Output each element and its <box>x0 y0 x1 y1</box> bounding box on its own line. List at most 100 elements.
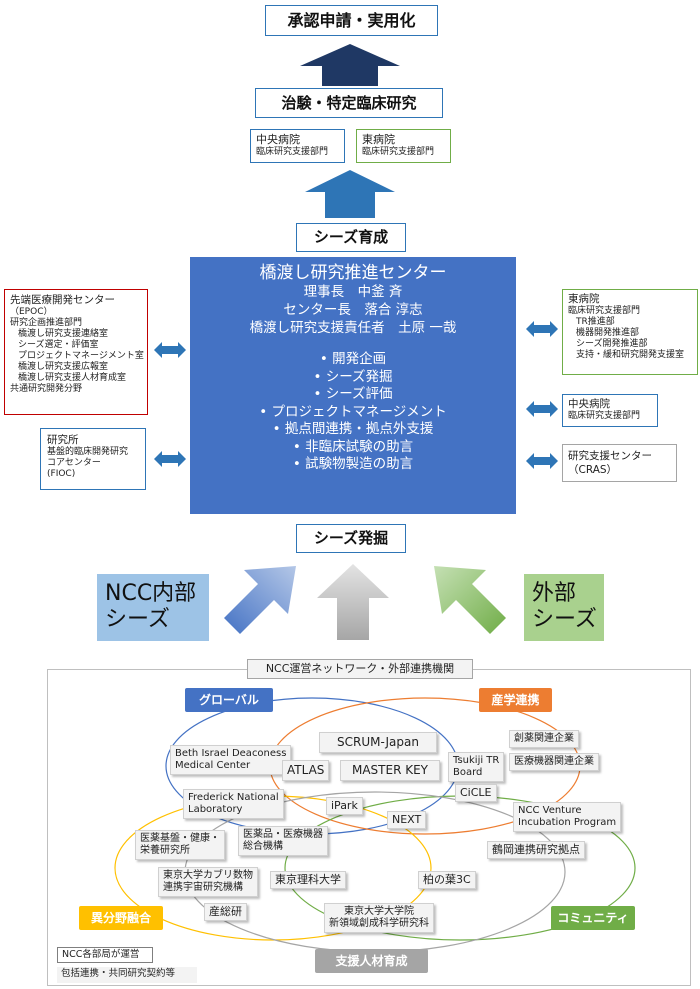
east-hospital-dept: 臨床研究支援部門 <box>362 147 435 157</box>
org-ipark: iPark <box>326 797 363 815</box>
fioc-line: 研究所 <box>47 434 79 446</box>
org-line: Incubation Program <box>518 817 617 828</box>
org-line: Laboratory <box>188 804 243 815</box>
epoc-line: 橋渡し研究支援広報室 <box>18 362 109 372</box>
internal-seeds-box: NCC内部 シーズ <box>97 574 209 641</box>
org-device: 医療機器関連企業 <box>509 753 599 771</box>
internal-seeds-line: シーズ <box>105 607 170 632</box>
cross-tag: 異分野融合 <box>79 906 163 930</box>
center-function-item: 非臨床試験の助言 <box>190 439 516 457</box>
org-next: NEXT <box>387 811 427 829</box>
double-arrow-icon <box>526 453 558 469</box>
cras-line: 研究支援センター <box>568 450 652 462</box>
org-pharma: 創薬関連企業 <box>509 730 579 748</box>
double-arrow-icon <box>154 342 186 358</box>
up-arrow-top-icon <box>300 44 400 86</box>
org-utokyo-fs: 東京大学大学院 新領域創成科学研究科 <box>324 903 434 933</box>
fioc-box: 研究所 基盤的臨床開発研究 コアセンター (FIOC) <box>40 428 146 490</box>
epoc-line: シーズ選定・評価室 <box>18 340 99 350</box>
east-right-line: 臨床研究支援部門 <box>568 306 641 316</box>
external-seeds-box: 外部 シーズ <box>524 574 604 641</box>
org-line: 医薬品・医療機器 <box>243 829 323 840</box>
org-aist: 産総研 <box>204 903 247 921</box>
org-cicle: CiCLE <box>455 784 497 802</box>
east-hospital-right-box: 東病院 臨床研究支援部門 TR推進部 機器開発推進部 シーズ開発推進部 支持・緩… <box>562 289 698 375</box>
internal-seeds-line: NCC内部 <box>105 581 197 606</box>
center-person: センター長 落合 淳志 <box>283 302 423 318</box>
network-title: NCC運営ネットワーク・外部連携機関 <box>247 659 473 679</box>
org-line: 東京大学カブリ数物 <box>163 870 253 881</box>
central-hospital-name: 中央病院 <box>256 133 300 146</box>
org-line: 栄養研究所 <box>140 845 190 856</box>
org-tus: 東京理科大学 <box>270 871 346 889</box>
central-right-line: 臨床研究支援部門 <box>568 411 641 421</box>
org-kashiwa: 柏の葉3C <box>418 871 476 889</box>
double-arrow-icon <box>526 401 558 417</box>
central-hospital-right-box: 中央病院 臨床研究支援部門 <box>562 394 658 427</box>
org-line: Board <box>453 767 483 778</box>
east-right-line: 支持・緩和研究開発支援室 <box>576 350 685 360</box>
org-line: NCC Venture <box>518 805 582 816</box>
approval-box: 承認申請・実用化 <box>265 5 438 36</box>
fioc-line: コアセンター <box>47 458 101 468</box>
org-line: Beth Israel Deaconess <box>175 748 287 759</box>
external-seeds-line: 外部 <box>532 581 577 606</box>
external-seeds-arrow-icon <box>434 566 506 634</box>
center-function-item: 拠点間連携・拠点外支援 <box>190 421 516 439</box>
center-person: 理事長 中釜 斉 <box>303 284 403 300</box>
org-line: Frederick National <box>188 792 279 803</box>
global-tag: グローバル <box>185 688 273 712</box>
east-hospital-top-box: 東病院 臨床研究支援部門 <box>356 129 451 163</box>
central-hospital-top-box: 中央病院 臨床研究支援部門 <box>250 129 345 163</box>
center-function-list: 開発企画 シーズ発掘 シーズ評価 プロジェクトマネージメント 拠点間連携・拠点外… <box>190 351 516 474</box>
translational-research-center: 橋渡し研究推進センター 理事長 中釜 斉 センター長 落合 淳志 橋渡し研究支援… <box>190 257 516 514</box>
epoc-abbr: （EPOC） <box>10 307 53 317</box>
center-function-item: 試験物製造の助言 <box>190 456 516 474</box>
center-function-item: シーズ評価 <box>190 386 516 404</box>
central-hospital-dept: 臨床研究支援部門 <box>256 147 329 157</box>
org-frederick: Frederick National Laboratory <box>183 789 284 819</box>
industry-tag: 産学連携 <box>479 688 552 712</box>
cras-line: （CRAS） <box>568 464 618 476</box>
double-arrow-icon <box>526 321 558 337</box>
org-bidmc: Beth Israel Deaconess Medical Center <box>170 745 292 775</box>
org-line: Medical Center <box>175 760 251 771</box>
community-tag: コミュニティ <box>551 906 635 930</box>
org-line: 東京大学大学院 <box>344 906 414 917</box>
east-hospital-name: 東病院 <box>362 133 395 146</box>
center-function-item: 開発企画 <box>190 351 516 369</box>
east-right-line: 東病院 <box>568 293 600 305</box>
east-right-line: 機器開発推進部 <box>576 328 640 338</box>
epoc-line: プロジェクトマネージメント室 <box>18 351 144 361</box>
seeds-discovery-box: シーズ発掘 <box>296 524 406 553</box>
fioc-line: 基盤的臨床開発研究 <box>47 447 129 457</box>
note-managed: NCC各部局が運営 <box>57 947 153 963</box>
org-line: 総合機構 <box>243 841 283 852</box>
org-ncc-venture: NCC Venture Incubation Program <box>513 802 622 832</box>
center-person: 橋渡し研究支援責任者 土原 一哉 <box>249 320 457 336</box>
epoc-title: 先端医療開発センター <box>10 294 115 306</box>
org-kavli: 東京大学カブリ数物 連携宇宙研究機構 <box>158 867 258 897</box>
central-right-line: 中央病院 <box>568 398 610 410</box>
hr-tag: 支援人材育成 <box>315 949 428 973</box>
org-nibiohn: 医薬基盤・健康・ 栄養研究所 <box>135 830 225 860</box>
org-masterkey: MASTER KEY <box>340 760 440 781</box>
seeds-development-box: シーズ育成 <box>296 223 406 252</box>
org-line: 医薬基盤・健康・ <box>140 833 220 844</box>
org-atlas: ATLAS <box>282 760 330 781</box>
center-function-item: プロジェクトマネージメント <box>190 404 516 422</box>
east-right-line: シーズ開発推進部 <box>576 339 648 349</box>
note-agreement: 包括連携・共同研究契約等 <box>57 967 197 983</box>
east-right-line: TR推進部 <box>576 317 615 327</box>
org-tsuruoka: 鶴岡連携研究拠点 <box>487 841 585 859</box>
org-line: Tsukiji TR <box>453 755 500 766</box>
epoc-line: 橋渡し研究支援人材育成室 <box>18 373 127 383</box>
double-arrow-icon <box>154 451 186 467</box>
clinical-trial-box: 治験・特定臨床研究 <box>255 88 443 118</box>
epoc-line: 共通研究開発分野 <box>10 384 83 394</box>
center-title: 橋渡し研究推進センター <box>259 263 447 283</box>
org-pmda: 医薬品・医療機器 総合機構 <box>238 826 328 856</box>
up-arrow-middle-icon <box>305 170 395 218</box>
org-scrum: SCRUM-Japan <box>319 732 437 753</box>
